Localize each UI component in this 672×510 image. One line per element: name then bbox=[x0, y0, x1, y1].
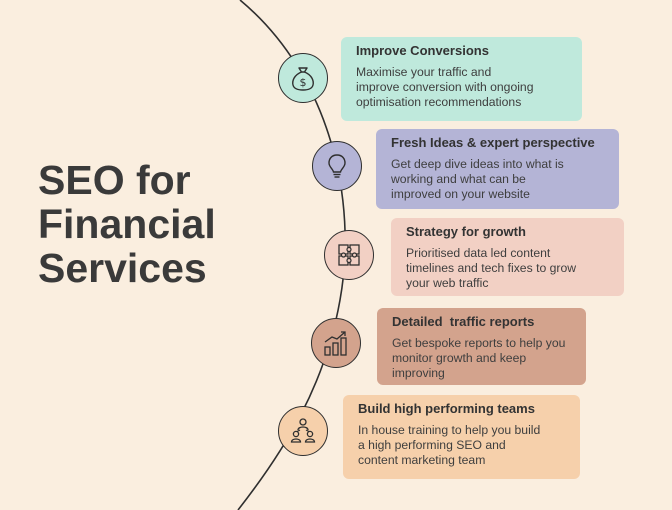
card-teams: Build high performing teams In house tra… bbox=[343, 395, 580, 479]
card-heading: Improve Conversions bbox=[356, 43, 489, 58]
card-fresh-ideas: Fresh Ideas & expert perspective Get dee… bbox=[376, 129, 619, 209]
title-line: Services bbox=[38, 245, 207, 291]
card-heading: Strategy for growth bbox=[406, 224, 526, 239]
card-description: Maximise your traffic and improve conver… bbox=[356, 65, 572, 110]
card-description: In house training to help you build a hi… bbox=[358, 423, 570, 468]
card-description: Prioritised data led content timelines a… bbox=[406, 246, 614, 291]
card-description-line: Get deep dive ideas into what is bbox=[391, 157, 564, 171]
card-improve-conversions: Improve Conversions Maximise your traffi… bbox=[341, 37, 582, 121]
money-bag-icon: $ bbox=[292, 67, 314, 91]
team-icon bbox=[290, 418, 316, 443]
bar-chart-icon bbox=[324, 331, 347, 356]
svg-text:$: $ bbox=[300, 76, 307, 89]
card-description: Get bespoke reports to help you monitor … bbox=[392, 336, 576, 381]
card-heading: Build high performing teams bbox=[358, 401, 535, 416]
node-traffic-reports bbox=[311, 318, 361, 368]
card-traffic-reports: Detailed traffic reports Get bespoke rep… bbox=[377, 308, 586, 385]
node-improve-conversions: $ bbox=[278, 53, 328, 103]
card-description-line: timelines and tech fixes to grow bbox=[406, 261, 577, 275]
node-strategy-growth bbox=[324, 230, 374, 280]
card-description-line: improving bbox=[392, 366, 445, 380]
card-description-line: Maximise your traffic and bbox=[356, 65, 492, 79]
card-heading: Fresh Ideas & expert perspective bbox=[391, 135, 595, 150]
card-description: Get deep dive ideas into what is working… bbox=[391, 157, 609, 202]
card-description-line: improve conversion with ongoing bbox=[356, 80, 534, 94]
node-fresh-ideas bbox=[312, 141, 362, 191]
title-line: Financial bbox=[38, 201, 216, 247]
puzzle-icon bbox=[338, 244, 360, 266]
node-teams bbox=[278, 406, 328, 456]
card-description-line: improved on your website bbox=[391, 187, 530, 201]
card-description-line: In house training to help you build bbox=[358, 423, 541, 437]
lightbulb-icon bbox=[328, 154, 346, 178]
title-line: SEO for bbox=[38, 157, 191, 203]
card-description-line: Prioritised data led content bbox=[406, 246, 551, 260]
card-description-line: optimisation recommendations bbox=[356, 95, 522, 109]
card-description-line: your web traffic bbox=[406, 276, 489, 290]
card-description-line: Get bespoke reports to help you bbox=[392, 336, 566, 350]
card-description-line: content marketing team bbox=[358, 453, 486, 467]
page-title: SEO for Financial Services bbox=[38, 158, 268, 290]
card-heading: Detailed traffic reports bbox=[392, 314, 535, 329]
card-strategy-growth: Strategy for growth Prioritised data led… bbox=[391, 218, 624, 296]
card-description-line: monitor growth and keep bbox=[392, 351, 527, 365]
card-description-line: working and what can be bbox=[391, 172, 526, 186]
card-description-line: a high performing SEO and bbox=[358, 438, 506, 452]
